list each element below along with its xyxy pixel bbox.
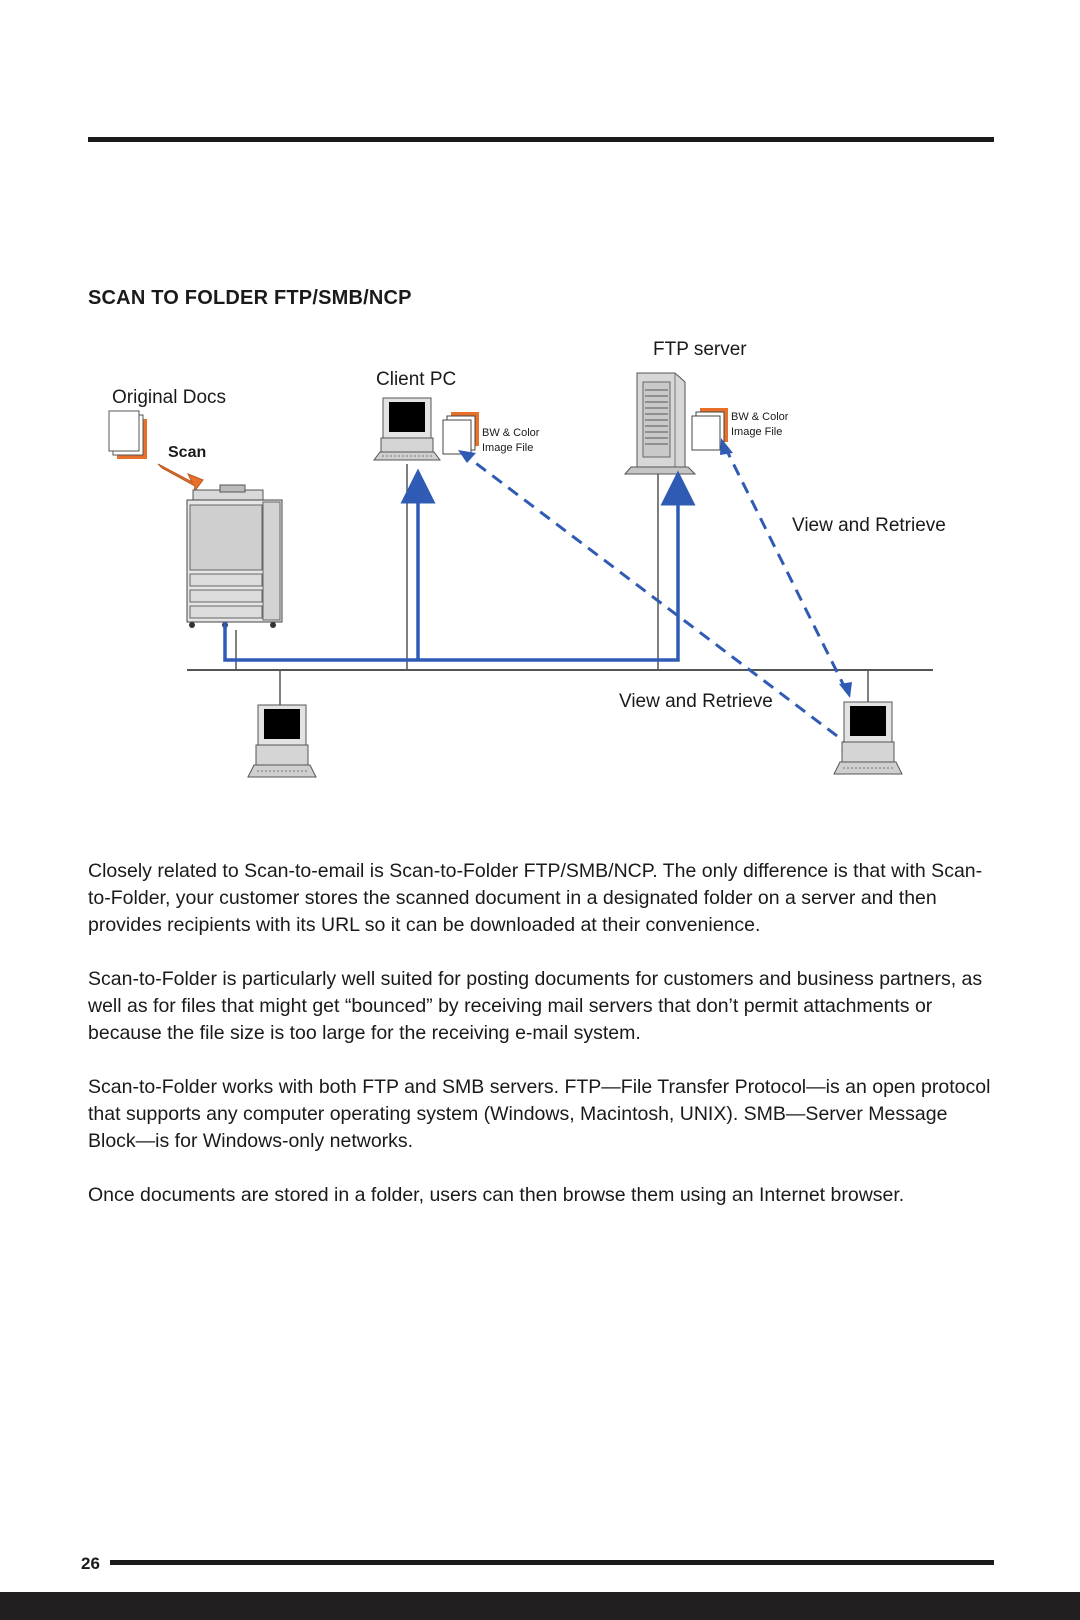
scan-arrow-icon (157, 463, 204, 493)
client-pc-icon (373, 397, 441, 461)
label-client-image-file: Image File (482, 442, 533, 454)
label-scan: Scan (168, 444, 206, 461)
section-heading: SCAN TO FOLDER FTP/SMB/NCP (88, 287, 412, 309)
client-file-icon (442, 412, 479, 455)
label-ftp-server: FTP server (653, 340, 747, 360)
paragraph-1: Closely related to Scan-to-email is Scan… (88, 860, 983, 936)
pc-bottom-left-icon (247, 704, 317, 778)
view-retrieve-arrow-server (720, 438, 852, 698)
label-view-retrieve-upper: View and Retrieve (792, 515, 946, 536)
scan-data-path (223, 470, 696, 662)
body-text: Closely related to Scan-to-email is Scan… (88, 858, 994, 1236)
top-rule (88, 137, 994, 142)
paragraph-3: Scan-to-Folder works with both FTP and S… (88, 1076, 991, 1152)
ftp-server-icon (623, 372, 697, 475)
label-client-pc: Client PC (376, 369, 456, 390)
scan-to-folder-diagram: Original Docs Scan Client PC BW & Color … (108, 340, 946, 778)
original-docs-icon (108, 410, 147, 459)
paragraph-4: Once documents are stored in a folder, u… (88, 1184, 905, 1206)
label-view-retrieve-lower: View and Retrieve (619, 691, 773, 712)
label-server-bw-color: BW & Color (731, 411, 789, 423)
paragraph-2: Scan-to-Folder is particularly well suit… (88, 968, 983, 1044)
label-original-docs: Original Docs (112, 387, 226, 408)
page-number: 26 (81, 1554, 100, 1573)
pc-bottom-right-icon (833, 701, 903, 775)
label-server-image-file: Image File (731, 426, 782, 438)
server-file-icon (691, 408, 728, 451)
bottom-rule (110, 1560, 994, 1565)
printer-icon (186, 484, 283, 628)
bottom-band (0, 1592, 1080, 1620)
label-client-bw-color: BW & Color (482, 427, 540, 439)
